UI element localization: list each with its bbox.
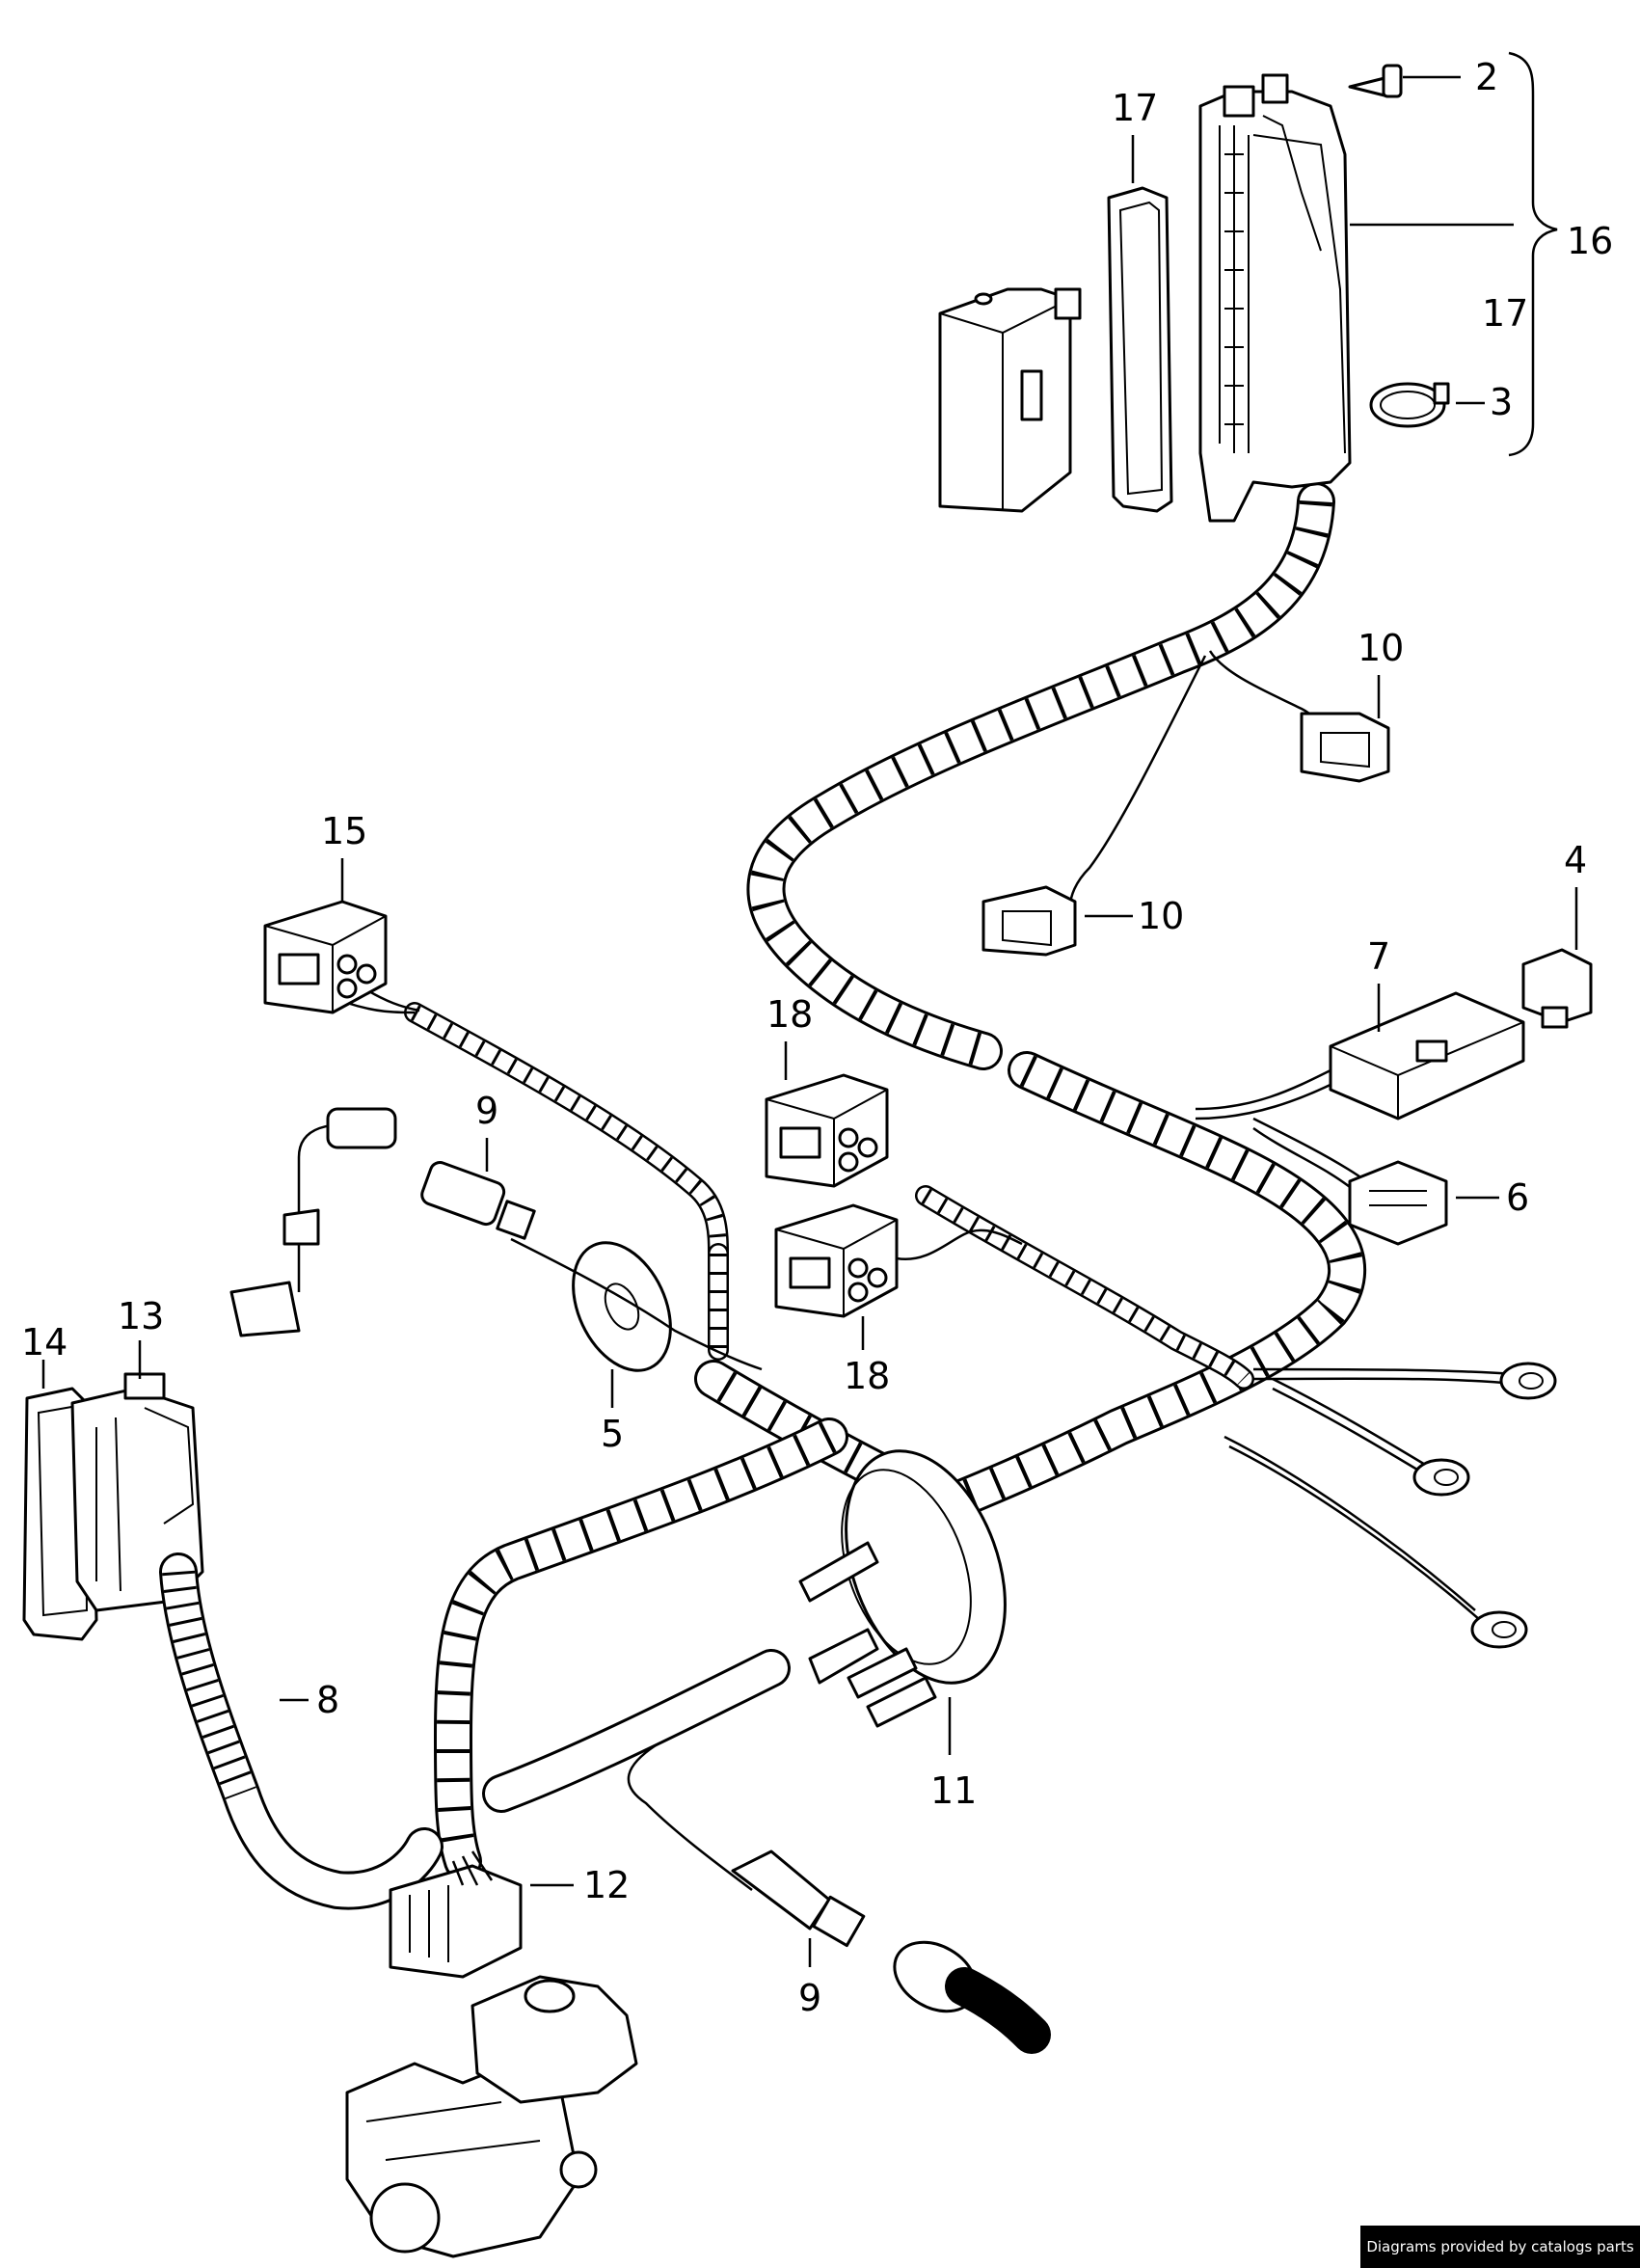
fuse-holder-7 xyxy=(1329,991,1525,1120)
label-18-lower: 18 xyxy=(844,1355,890,1397)
connector-18-lower xyxy=(774,1203,899,1318)
connector-10-upper xyxy=(1300,712,1390,783)
ring-terminal-2 xyxy=(1412,1458,1470,1497)
watermark-banner: Diagrams provided by catalogs parts xyxy=(1360,2226,1640,2268)
label-11: 11 xyxy=(930,1769,977,1812)
control-module xyxy=(938,287,1082,513)
ring-terminal-3 xyxy=(1470,1610,1528,1649)
label-17-top: 17 xyxy=(1112,87,1158,129)
label-9-lower: 9 xyxy=(798,1977,821,2019)
ground-wires xyxy=(1223,1367,1515,1621)
leader-lines xyxy=(41,51,1578,1967)
clamp-3 xyxy=(1369,382,1450,428)
label-13: 13 xyxy=(118,1295,164,1337)
label-17-right: 17 xyxy=(1482,292,1528,335)
label-5: 5 xyxy=(601,1413,624,1455)
label-14: 14 xyxy=(21,1321,67,1364)
connector-18-upper xyxy=(765,1073,889,1188)
sensor-9-lower xyxy=(731,1850,1051,2054)
label-15: 15 xyxy=(321,810,367,852)
label-6: 6 xyxy=(1506,1176,1529,1219)
bulkhead-11 xyxy=(798,1449,1007,1728)
ring-terminal-1 xyxy=(1499,1362,1557,1400)
branch-15-wire xyxy=(346,982,729,1361)
grommet-5 xyxy=(572,1241,672,1372)
label-8: 8 xyxy=(316,1679,339,1721)
label-10-upper: 10 xyxy=(1358,627,1404,669)
label-9-upper: 9 xyxy=(475,1090,498,1132)
control-unit-connector xyxy=(1198,73,1352,523)
screw-2 xyxy=(1348,64,1403,98)
label-3: 3 xyxy=(1490,381,1513,423)
label-16: 16 xyxy=(1567,220,1613,262)
bulkhead-loom xyxy=(482,1649,791,1891)
branch-6-7-wires xyxy=(1195,1068,1360,1192)
connector-6 xyxy=(1348,1160,1448,1246)
branch-18-wire xyxy=(896,1185,1254,1390)
corrugated-tube-8 xyxy=(159,1552,444,1910)
part-labels: 2 16 17 3 17 10 10 15 18 18 4 7 6 9 5 13… xyxy=(21,56,1613,2019)
label-10-lower: 10 xyxy=(1138,895,1184,937)
label-18-upper: 18 xyxy=(766,993,813,1036)
sensor-9-upper xyxy=(229,1107,763,1371)
label-4: 4 xyxy=(1564,839,1587,881)
fuse-4 xyxy=(1521,948,1593,1029)
gearbox-housing xyxy=(345,1975,638,2258)
connector-10-lower xyxy=(981,885,1077,957)
seal-17-top xyxy=(1107,186,1173,513)
label-7: 7 xyxy=(1367,935,1390,978)
connector-12 xyxy=(389,1850,523,1979)
label-2: 2 xyxy=(1475,56,1498,98)
label-12: 12 xyxy=(583,1864,630,1906)
connector-15 xyxy=(263,900,388,1014)
